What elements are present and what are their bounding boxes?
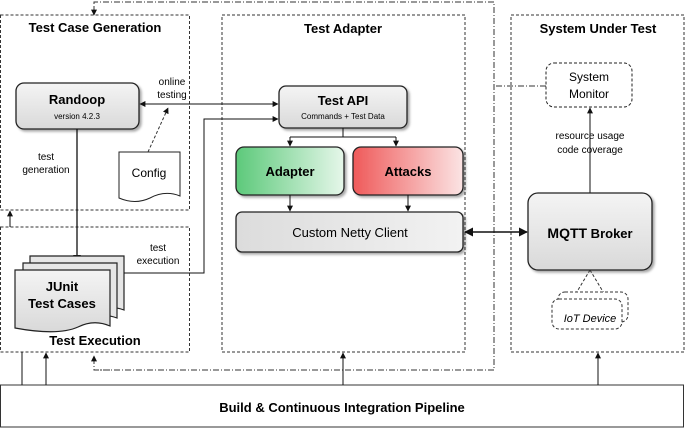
- randoop-title: Randoop: [49, 92, 105, 107]
- panel-title-test-case-generation: Test Case Generation: [29, 20, 162, 35]
- panel-test-adapter: [221, 14, 466, 353]
- test-execution-label-1: test: [150, 243, 166, 254]
- test-api-subtitle: Commands + Test Data: [301, 112, 385, 121]
- netty-client-label: Custom Netty Client: [292, 225, 408, 240]
- panel-title-pipeline: Build & Continuous Integration Pipeline: [219, 400, 465, 415]
- system-monitor-label-1: System: [569, 70, 609, 84]
- panel-title-test-execution: Test Execution: [49, 333, 141, 348]
- iot-device-label: IoT Device: [564, 313, 617, 325]
- iot-device-stack: [551, 291, 629, 330]
- system-monitor-label-2: Monitor: [569, 87, 609, 101]
- netty-client-box: [235, 211, 464, 253]
- config-document: [118, 151, 181, 202]
- junit-stack: [14, 255, 125, 333]
- junit-label-2: Test Cases: [28, 296, 96, 311]
- panel-title-test-adapter: Test Adapter: [304, 21, 382, 36]
- test-generation-label-1: test: [38, 152, 54, 163]
- config-label: Config: [132, 166, 167, 180]
- junit-label-1: JUnit: [46, 279, 79, 294]
- online-testing-label-2: testing: [157, 90, 186, 101]
- system-monitor-box: [545, 62, 633, 108]
- panel-pipeline: [0, 384, 684, 428]
- panel-test-case-generation: [0, 14, 190, 211]
- adapter-label: Adapter: [265, 164, 314, 179]
- config-to-randoop-dashed: [147, 107, 169, 153]
- online-testing-label-1: online: [159, 77, 186, 88]
- test-api-title: Test API: [318, 93, 369, 108]
- panel-title-system-under-test: System Under Test: [540, 21, 657, 36]
- feedback-arrow-bottom: [91, 355, 110, 371]
- randoop-version: version 4.2.3: [54, 112, 100, 121]
- junit-to-testapi-arrow: [124, 116, 279, 274]
- panel-test-execution: [0, 226, 190, 353]
- mqtt-broker-label: MQTT Broker: [547, 225, 632, 241]
- test-generation-label-2: generation: [22, 165, 69, 176]
- panel-system-under-test: [510, 14, 685, 353]
- attacks-label: Attacks: [385, 164, 432, 179]
- test-execution-label-2: execution: [137, 256, 180, 267]
